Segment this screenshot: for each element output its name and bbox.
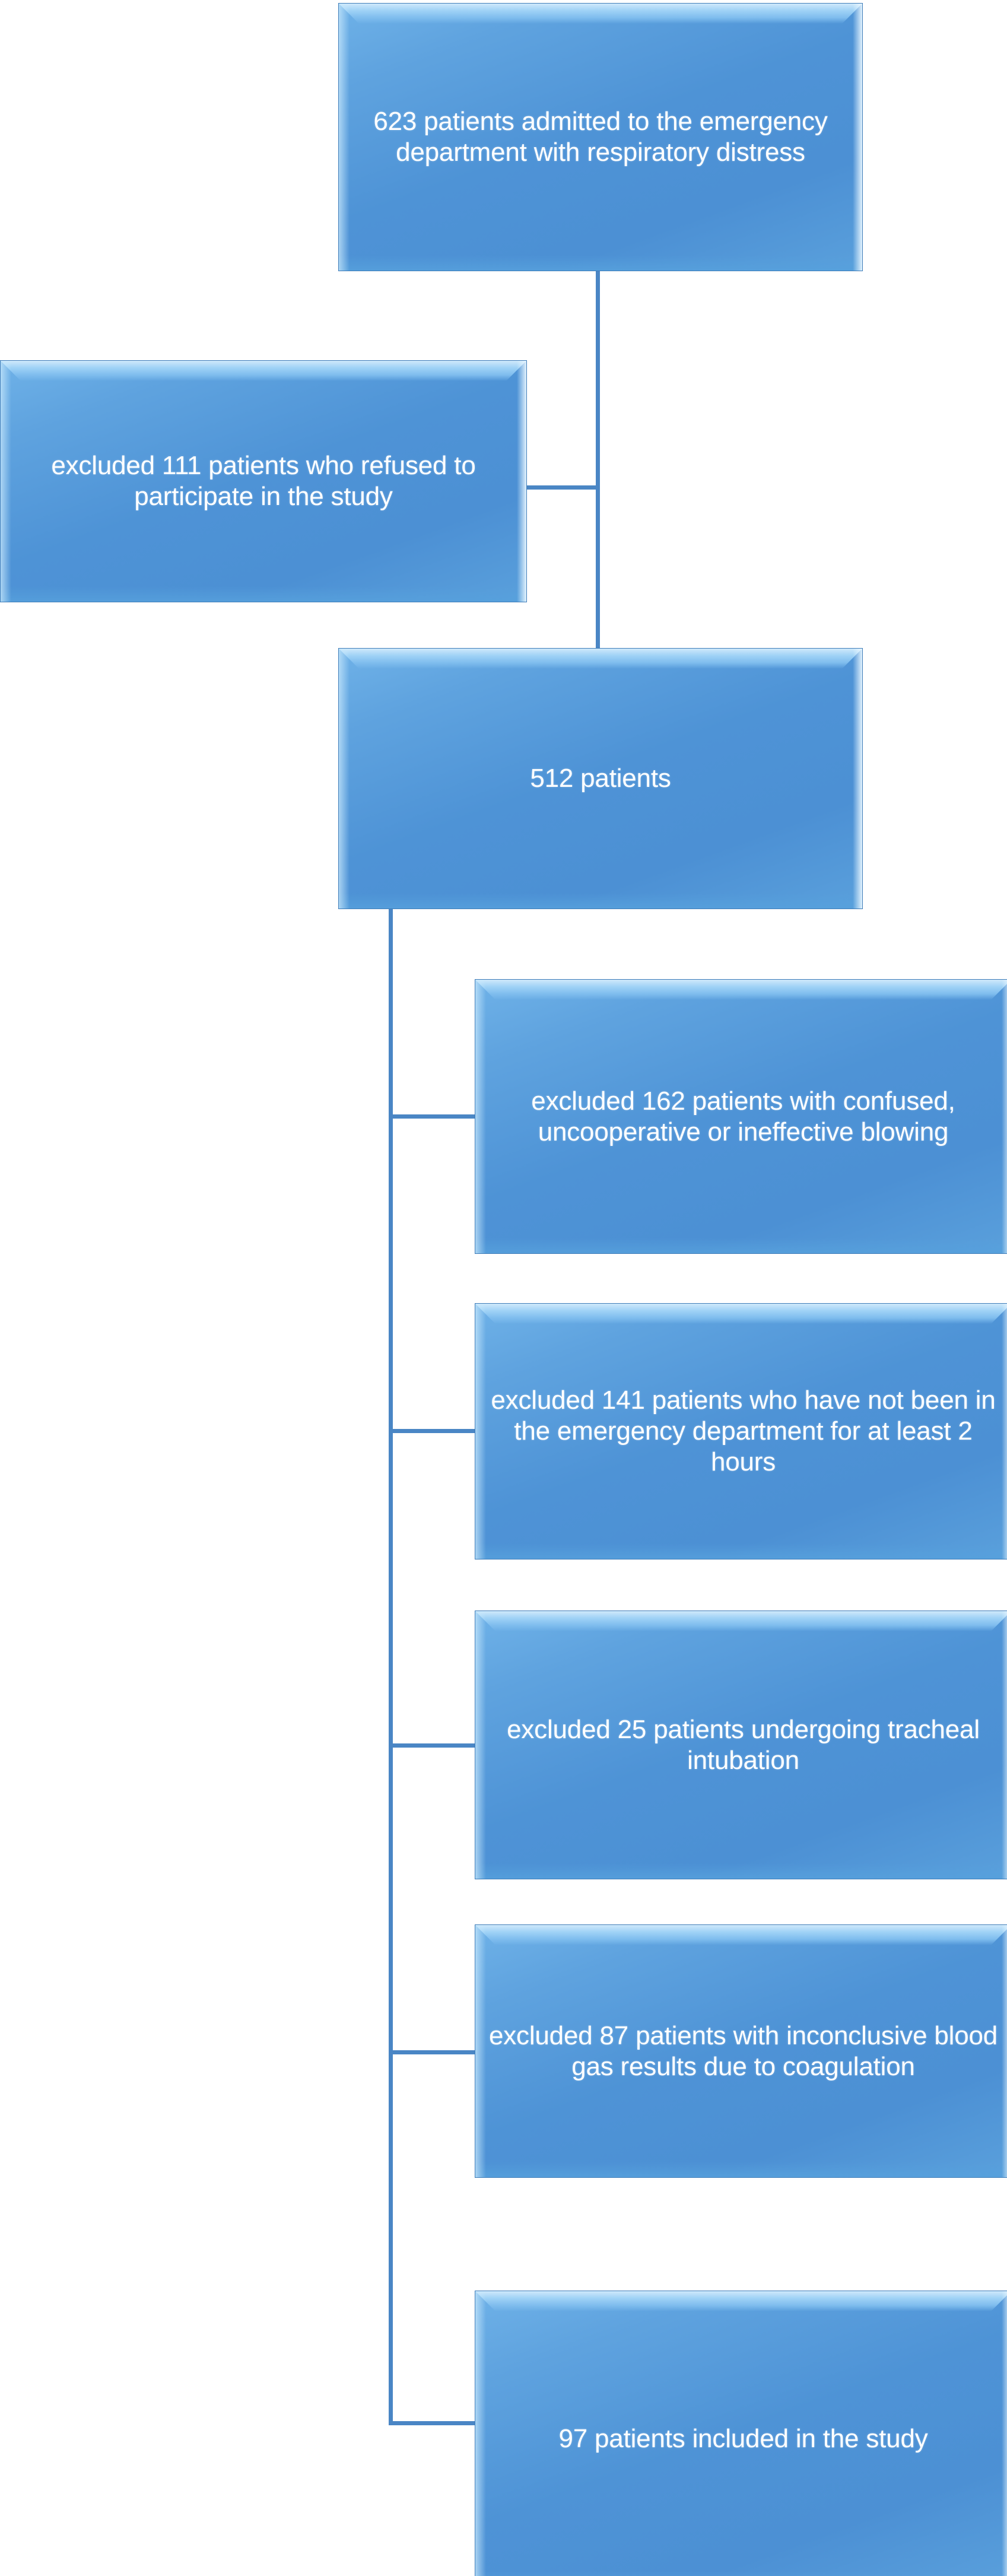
node-admitted[interactable]: 623 patients admitted to the emergency d…	[338, 3, 863, 271]
node-excluded-coagulation[interactable]: excluded 87 patients with inconclusive b…	[475, 1924, 1007, 2178]
connector-branch-duration	[389, 1429, 478, 1433]
connector-admitted-to-512	[596, 270, 600, 650]
node-included-97[interactable]: 97 patients included in the study	[475, 2291, 1007, 2576]
node-excluded-duration[interactable]: excluded 141 patients who have not been …	[475, 1303, 1007, 1559]
connector-branch-intubation	[389, 1743, 478, 1748]
connector-branch-included	[389, 2421, 478, 2425]
node-remaining-512[interactable]: 512 patients	[338, 648, 863, 909]
node-excluded-duration-label: excluded 141 patients who have not been …	[491, 1386, 996, 1476]
node-excluded-intubation-label: excluded 25 patients undergoing tracheal…	[507, 1714, 980, 1775]
connector-branch-refused	[525, 485, 598, 490]
node-excluded-blowing[interactable]: excluded 162 patients with confused, unc…	[475, 979, 1007, 1254]
connector-branch-blowing	[389, 1114, 478, 1119]
node-excluded-refused-label: excluded 111 patients who refused to par…	[51, 451, 476, 511]
node-admitted-label: 623 patients admitted to the emergency d…	[373, 107, 828, 167]
connector-main-trunk	[389, 908, 393, 2425]
node-excluded-refused[interactable]: excluded 111 patients who refused to par…	[0, 360, 527, 602]
node-excluded-intubation[interactable]: excluded 25 patients undergoing tracheal…	[475, 1611, 1007, 1879]
connector-branch-coagulation	[389, 2050, 478, 2054]
node-excluded-blowing-label: excluded 162 patients with confused, unc…	[531, 1086, 955, 1146]
node-included-97-label: 97 patients included in the study	[558, 2424, 928, 2454]
node-remaining-512-label: 512 patients	[530, 764, 671, 793]
node-excluded-coagulation-label: excluded 87 patients with inconclusive b…	[488, 2021, 998, 2081]
